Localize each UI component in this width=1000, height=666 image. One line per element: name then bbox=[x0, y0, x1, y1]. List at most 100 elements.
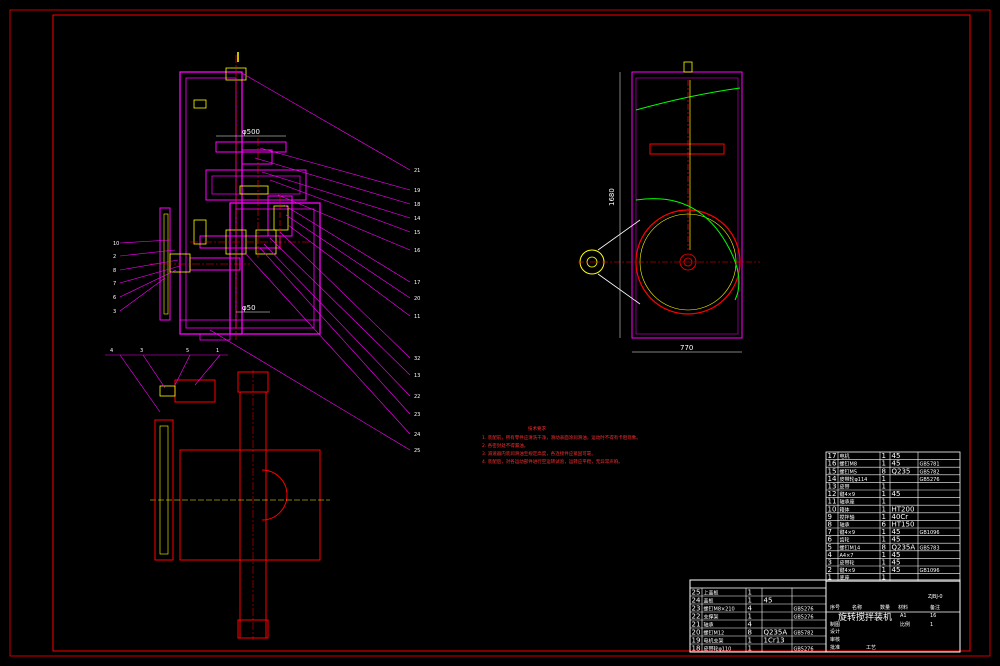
callout-right-11: 13 bbox=[414, 373, 420, 379]
bottom-parts-cell-name: 皮带轮φ110 bbox=[704, 646, 732, 653]
parts-cell-material: Q235A bbox=[892, 543, 916, 551]
parts-cell-qty: 1 bbox=[882, 452, 886, 460]
bottom-parts-cell-name: 电机支架 bbox=[704, 638, 724, 645]
parts-row: 5 螺钉M14 8 Q235A GB5783 bbox=[828, 543, 940, 551]
side-view: 1680 770 bbox=[578, 61, 760, 353]
bottom-parts-cell-name: 螺钉M8×210 bbox=[704, 606, 735, 613]
gearbox-top bbox=[205, 169, 307, 201]
side-paddle bbox=[649, 143, 725, 155]
callout-right-6: 16 bbox=[414, 248, 420, 254]
parts-cell-name: 皮带轮 bbox=[840, 560, 855, 567]
parts-cell-standard: GB5781 bbox=[920, 462, 940, 468]
parts-cell-qty: 1 bbox=[882, 513, 886, 521]
parts-cell-standard: GB5783 bbox=[920, 545, 940, 551]
bottom-parts-cell-no: 21 bbox=[692, 621, 701, 629]
bottom-parts-cell-name: 上盖板 bbox=[704, 590, 719, 597]
callout-right-8: 20 bbox=[414, 296, 420, 302]
parts-frame bbox=[825, 451, 961, 582]
callout-right-5: 15 bbox=[414, 230, 420, 236]
bottom-parts-cell-name: 螺钉M12 bbox=[704, 630, 725, 637]
callout-left-1: 10 bbox=[113, 241, 119, 247]
left-callouts: 10 2 8 7 6 3 bbox=[113, 241, 119, 315]
parts-cell-name: 皮带 bbox=[840, 484, 850, 491]
header-standard: 备注 bbox=[930, 604, 940, 611]
parts-cell-no: 8 bbox=[828, 521, 832, 529]
side-belt-top bbox=[597, 219, 641, 251]
gear-1 bbox=[239, 185, 269, 195]
right-callouts: 21 19 18 14 15 16 17 20 11 32 13 22 23 2… bbox=[414, 168, 420, 454]
frame-right bbox=[229, 202, 321, 335]
designer-label: 设计 bbox=[830, 628, 840, 635]
parts-cell-no: 7 bbox=[828, 528, 832, 536]
parts-cell-no: 6 bbox=[828, 536, 833, 544]
callout-left-4: 7 bbox=[113, 281, 116, 287]
parts-cell-name: 底座 bbox=[840, 575, 850, 582]
foot bbox=[199, 333, 231, 341]
sheets-total: 16 bbox=[930, 613, 936, 619]
bottom-parts-cell-no: 23 bbox=[692, 605, 701, 613]
parts-cell-qty: 1 bbox=[882, 460, 886, 468]
callout-right-14: 24 bbox=[414, 432, 420, 438]
process-label: 工艺 bbox=[866, 645, 876, 651]
drawer-label: 制图 bbox=[830, 621, 840, 628]
section-callout-3: 5 bbox=[186, 348, 189, 354]
parts-cell-no: 5 bbox=[828, 543, 832, 551]
dim-bottom: φ50 bbox=[242, 304, 256, 312]
bottom-parts-cell-name: 轴承 bbox=[704, 622, 714, 629]
parts-cell-material: HT150 bbox=[892, 521, 915, 529]
parts-cell-name: 螺钉M5 bbox=[840, 468, 858, 475]
bottom-parts-cell-no: 18 bbox=[692, 645, 701, 653]
dim-top: φ500 bbox=[242, 128, 260, 136]
parts-cell-qty: 1 bbox=[882, 528, 886, 536]
callout-left-5: 6 bbox=[113, 295, 116, 301]
parts-cell-name: A4×7 bbox=[840, 553, 854, 559]
notes-line-2: 2. 各密封处不得漏油。 bbox=[482, 442, 528, 449]
section-callout-1: 4 bbox=[110, 348, 113, 354]
side-frame-inner bbox=[635, 77, 739, 335]
parts-cell-qty: 8 bbox=[882, 543, 886, 551]
section-leader-4 bbox=[194, 354, 221, 386]
parts-cell-qty: 1 bbox=[882, 536, 886, 544]
parts-cell-name: 螺钉M8 bbox=[840, 461, 858, 468]
parts-cell-name: 轴承座 bbox=[840, 499, 855, 506]
side-top-bolt bbox=[683, 61, 693, 73]
parts-cell-no: 4 bbox=[828, 551, 833, 559]
sheet-size-label: A1 bbox=[900, 613, 907, 619]
side-dim-width: 770 bbox=[680, 344, 693, 352]
section-view: 4 3 5 1 bbox=[105, 348, 330, 640]
parts-cell-no: 9 bbox=[828, 513, 832, 521]
parts-cell-qty: 1 bbox=[882, 574, 886, 582]
bottom-parts-cell-qty: 1 bbox=[748, 613, 752, 621]
parts-cell-material: 40Cr bbox=[892, 513, 909, 521]
outer-border bbox=[9, 9, 991, 657]
parts-cell-material: 45 bbox=[892, 460, 901, 468]
header-no: 序号 bbox=[830, 604, 840, 611]
parts-cell-no: 15 bbox=[828, 467, 837, 475]
parts-cell-qty: 1 bbox=[882, 551, 886, 559]
bottom-parts-cell-material: 1Cr13 bbox=[764, 637, 785, 645]
section-housing bbox=[179, 449, 321, 561]
callout-right-15: 25 bbox=[414, 448, 420, 454]
bottom-parts-cell-material: Q235A bbox=[764, 629, 788, 637]
parts-cell-qty: 1 bbox=[882, 475, 886, 483]
header-material: 材料 bbox=[898, 604, 908, 611]
side-dim-height: 1680 bbox=[608, 188, 616, 206]
parts-cell-no: 16 bbox=[828, 460, 837, 468]
callout-right-12: 22 bbox=[414, 394, 420, 400]
parts-cell-name: 螺钉M14 bbox=[840, 544, 861, 551]
parts-cell-name: 箱体 bbox=[840, 506, 850, 513]
scale-value: 1 bbox=[930, 622, 933, 628]
